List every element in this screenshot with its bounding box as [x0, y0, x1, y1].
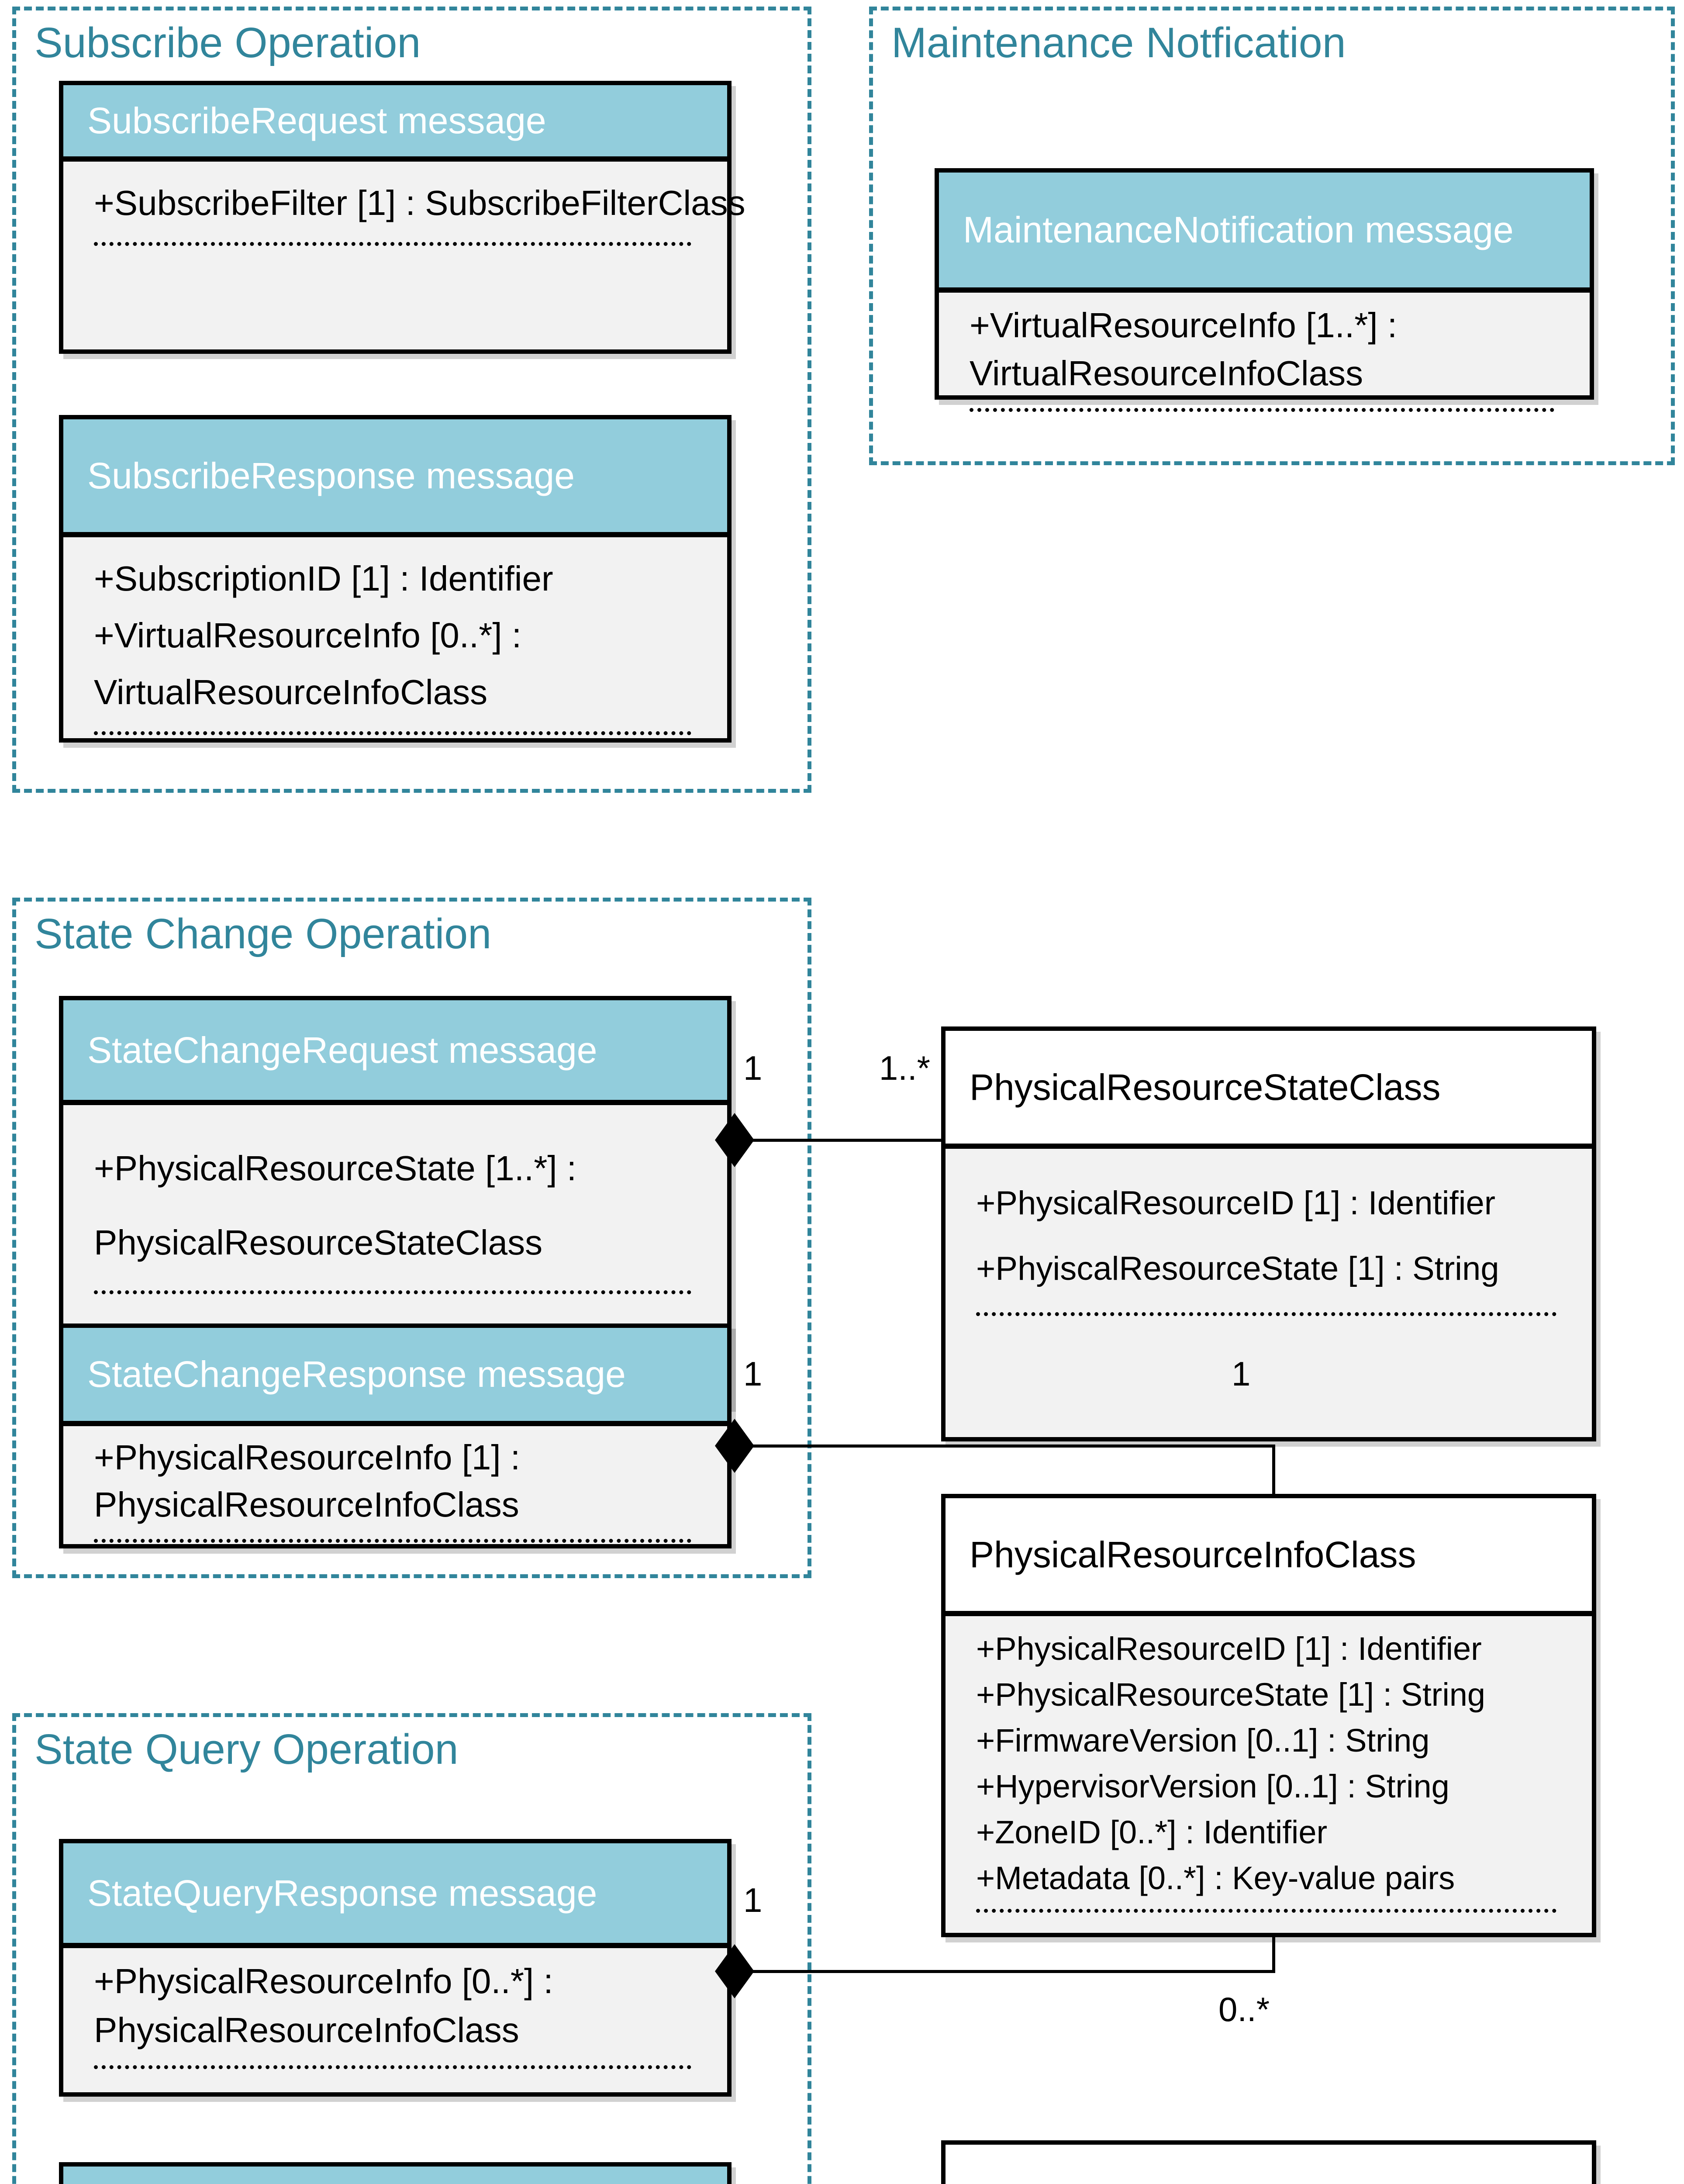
subscribe-operation-title: Subscribe Operation [35, 19, 421, 66]
subscribe-response-box: SubscribeResponse message +SubscriptionI… [59, 415, 732, 743]
attribute: +PhysicalResourceID [1] : Identifier [976, 1631, 1482, 1667]
connector-line [735, 1970, 1275, 1973]
state-query-response-attributes: +PhysicalResourceInfo [0..*] : PhysicalR… [63, 1948, 727, 2069]
state-change-request-attributes: +PhysicalResourceState [1..*] : Physical… [63, 1105, 727, 1294]
attribute: VirtualResourceInfoClass [970, 354, 1363, 393]
physical-resource-info-class-header: PhysicalResourceInfoClass [946, 1498, 1592, 1616]
physical-resource-info-class-box: PhysicalResourceInfoClass +PhysicalResou… [941, 1494, 1596, 1937]
maintenance-notification-attributes: +VirtualResourceInfo [1..*] : VirtualRes… [939, 293, 1590, 412]
state-query-operation-group: State Query Operation [12, 1713, 811, 2184]
attribute-separator [970, 408, 1554, 412]
attribute-separator [94, 242, 691, 246]
attribute: +PhysicalResourceInfo [0..*] : [94, 1962, 553, 2001]
subscribe-request-box: SubscribeRequest message +SubscribeFilte… [59, 81, 745, 354]
attribute: +FirmwareVersion [0..1] : String [976, 1722, 1430, 1759]
connector-line [735, 1139, 941, 1142]
attribute: VirtualResourceInfoClass [94, 673, 488, 712]
state-query-request-box: StateQueryRequest message StateQueryFilt… [59, 2162, 732, 2184]
maintenance-notification-header: MaintenanceNotification message [939, 173, 1590, 293]
physical-resource-state-class-attributes: +PhysicalResourceID [1] : Identifier +Ph… [946, 1149, 1592, 1316]
subscribe-response-header: SubscribeResponse message [63, 419, 727, 537]
state-query-request-header: StateQueryRequest message [63, 2167, 727, 2184]
multiplicity-label: 1 [1232, 1355, 1251, 1393]
composition-diamond-icon [715, 1419, 754, 1473]
attribute-separator [94, 2065, 691, 2069]
maintenance-notification-group: Maintenance Notfication [869, 7, 1675, 465]
connector-line [735, 1444, 1275, 1448]
attribute: +VirtualResourceInfo [1..*] : [970, 306, 1398, 345]
maintenance-notification-title: Maintenance Notfication [891, 19, 1346, 66]
attribute: +PhyiscalResourceState [1] : String [976, 1250, 1499, 1287]
attribute: +PhysicalResourceInfo [1] : [94, 1438, 521, 1477]
attribute: +SubscribeFilter [1] : SubscribeFilterCl… [94, 183, 745, 222]
attribute-separator [976, 1312, 1556, 1316]
subscribe-response-attributes: +SubscriptionID [1] : Identifier +Virtua… [63, 537, 727, 735]
attribute: +SubscriptionID [1] : Identifier [94, 559, 553, 598]
attribute: +HypervisorVersion [0..1] : String [976, 1768, 1449, 1804]
attribute: +VirtualResourceInfo [0..*] : [94, 616, 522, 655]
state-change-operation-group: State Change Operation [12, 898, 811, 1578]
attribute-separator [94, 1290, 691, 1294]
attribute-separator [976, 1909, 1556, 1913]
maintenance-notification-box: MaintenanceNotification message +Virtual… [935, 168, 1594, 412]
connector-line [1272, 1444, 1275, 1494]
attribute: PhysicalResourceInfoClass [94, 2011, 519, 2049]
physical-resource-state-class-header: PhysicalResourceStateClass [946, 1031, 1592, 1149]
attribute: +PhysicalResourceID [1] : Identifier [976, 1185, 1496, 1222]
state-change-response-box: StateChangeResponse message +PhysicalRes… [59, 1324, 732, 1548]
attribute: +PhysicalResourceState [1..*] : [94, 1149, 576, 1188]
multiplicity-label: 1 [743, 1881, 763, 1919]
physical-resource-info-class-attributes: +PhysicalResourceID [1] : Identifier +Ph… [946, 1616, 1592, 1913]
subscribe-request-header: SubscribeRequest message [63, 85, 727, 162]
state-query-filter-class-box: StateQueryFilterClass +PhysicalResourceI… [941, 2140, 1596, 2184]
attribute: +PhysicalResourceState [1] : String [976, 1676, 1486, 1713]
attribute: +Metadata [0..*] : Key-value pairs [976, 1860, 1455, 1896]
subscribe-operation-group: Subscribe Operation [12, 7, 811, 793]
multiplicity-label: 1 [743, 1049, 763, 1087]
state-query-filter-class-header: StateQueryFilterClass [946, 2145, 1592, 2184]
subscribe-request-attributes: +SubscribeFilter [1] : SubscribeFilterCl… [63, 162, 745, 246]
state-query-response-box: StateQueryResponse message +PhysicalReso… [59, 1839, 732, 2097]
multiplicity-label: 1..* [879, 1049, 930, 1087]
composition-diamond-icon [715, 1944, 754, 1998]
attribute-separator [94, 1539, 691, 1543]
state-change-response-attributes: +PhysicalResourceInfo [1] : PhysicalReso… [63, 1426, 727, 1543]
state-query-operation-title: State Query Operation [35, 1725, 459, 1773]
physical-resource-state-class-box: PhysicalResourceStateClass +PhysicalReso… [941, 1026, 1596, 1441]
composition-diamond-icon [715, 1113, 754, 1167]
state-query-response-header: StateQueryResponse message [63, 1843, 727, 1948]
state-change-request-header: StateChangeRequest message [63, 1000, 727, 1105]
attribute: PhysicalResourceInfoClass [94, 1485, 519, 1524]
multiplicity-label: 0..* [1218, 1990, 1270, 2028]
attribute: +ZoneID [0..*] : Identifier [976, 1814, 1328, 1850]
connector-line [1272, 1937, 1275, 1972]
attribute-separator [94, 731, 691, 735]
state-change-operation-title: State Change Operation [35, 910, 492, 957]
multiplicity-label: 1 [743, 1355, 763, 1393]
attribute: PhysicalResourceStateClass [94, 1223, 543, 1262]
state-change-response-header: StateChangeResponse message [63, 1328, 727, 1426]
